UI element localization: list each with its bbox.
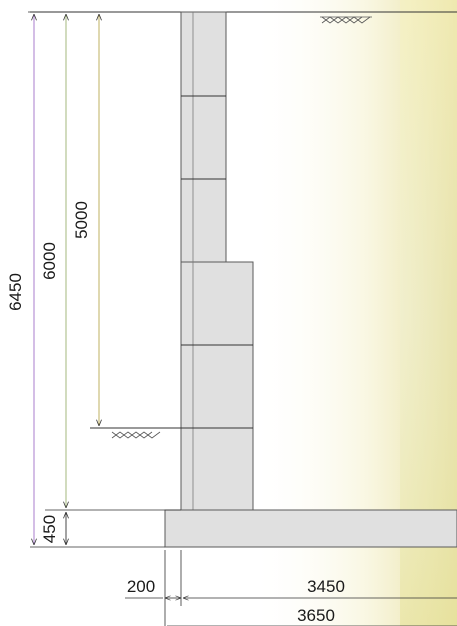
front-soil-hatch-icon bbox=[111, 431, 161, 439]
dim-label-450: 450 bbox=[40, 515, 59, 543]
dim-label-6000: 6000 bbox=[40, 242, 59, 280]
dim-label-5000: 5000 bbox=[72, 201, 91, 239]
footing bbox=[164, 509, 457, 548]
dim-label-3650: 3650 bbox=[297, 606, 335, 625]
dim-label-6450: 6450 bbox=[6, 273, 25, 311]
dim-label-200: 200 bbox=[127, 577, 155, 596]
stem-lower bbox=[180, 261, 254, 511]
wall-stem bbox=[180, 11, 254, 511]
stem-upper bbox=[180, 11, 227, 263]
top-soil-hatch-icon bbox=[320, 16, 372, 24]
dim-label-3450: 3450 bbox=[307, 577, 345, 596]
